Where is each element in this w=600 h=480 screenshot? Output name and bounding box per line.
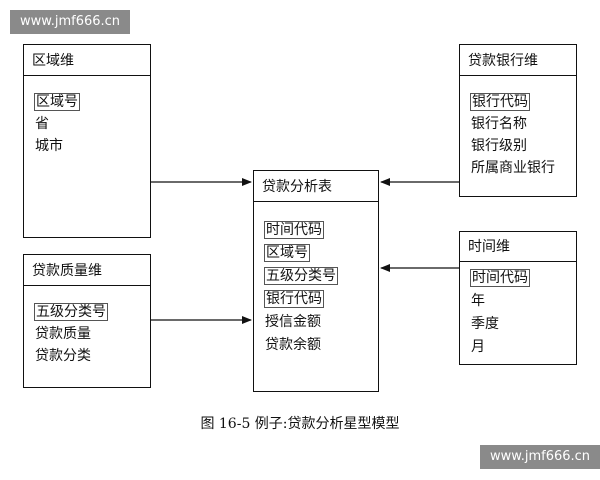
bank-field: 所属商业银行: [471, 160, 555, 176]
fact-field-key: 银行代码: [264, 290, 324, 308]
time-field: 年: [471, 293, 485, 309]
region-field: 城市: [35, 138, 63, 154]
time-field: 月: [471, 339, 485, 355]
quality-field: 贷款分类: [35, 348, 91, 364]
region-dimension-box: 区域维 区域号 省 城市: [23, 44, 151, 238]
time-dimension-box: 时间维 时间代码 年 季度 月: [459, 231, 577, 365]
time-dimension-title: 时间维: [460, 232, 576, 262]
region-dimension-title: 区域维: [24, 45, 150, 76]
quality-field: 贷款质量: [35, 326, 91, 342]
region-field-list: 区域号 省 城市: [24, 76, 150, 158]
bank-field-key: 银行代码: [470, 93, 530, 111]
bank-field: 银行名称: [471, 116, 527, 132]
quality-dimension-box: 贷款质量维 五级分类号 贷款质量 贷款分类: [23, 254, 151, 388]
quality-field-key: 五级分类号: [34, 303, 108, 321]
fact-field: 授信金额: [265, 314, 321, 330]
fact-field: 贷款余额: [265, 337, 321, 353]
bank-dimension-box: 贷款银行维 银行代码 银行名称 银行级别 所属商业银行: [459, 44, 577, 197]
fact-table-box: 贷款分析表 时间代码 区域号 五级分类号 银行代码 授信金额 贷款余额: [253, 170, 379, 392]
bank-field-list: 银行代码 银行名称 银行级别 所属商业银行: [460, 76, 576, 180]
region-field-key: 区域号: [34, 93, 80, 111]
fact-field-key: 时间代码: [264, 221, 324, 239]
bank-dimension-title: 贷款银行维: [460, 45, 576, 76]
quality-field-list: 五级分类号 贷款质量 贷款分类: [24, 286, 150, 368]
watermark-top: www.jmf666.cn: [10, 10, 131, 34]
time-field: 季度: [471, 316, 499, 332]
quality-dimension-title: 贷款质量维: [24, 255, 150, 286]
fact-field-key: 区域号: [264, 244, 310, 262]
time-field-key: 时间代码: [470, 269, 530, 287]
region-field: 省: [35, 116, 49, 132]
time-field-list: 时间代码 年 季度 月: [460, 262, 576, 360]
fact-field-list: 时间代码 区域号 五级分类号 银行代码 授信金额 贷款余额: [254, 202, 378, 358]
fact-table-title: 贷款分析表: [254, 171, 378, 202]
figure-caption: 图 16-5 例子:贷款分析星型模型: [200, 416, 400, 432]
bank-field: 银行级别: [471, 138, 527, 154]
watermark-bottom: www.jmf666.cn: [480, 445, 600, 469]
fact-field-key: 五级分类号: [264, 267, 338, 285]
